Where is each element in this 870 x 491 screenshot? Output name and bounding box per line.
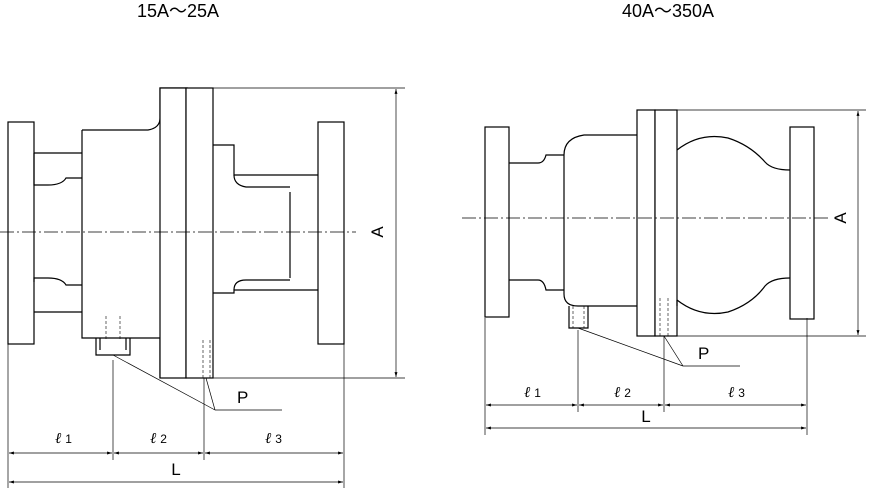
left-dim-L-label: L: [171, 460, 180, 479]
left-inlet-flange: [7, 121, 35, 345]
right-body-plate: [636, 109, 656, 337]
right-cover-plate: [654, 109, 678, 337]
left-port-P-label: P: [237, 388, 248, 407]
right-plate-port: [659, 298, 669, 336]
left-body-plate: [159, 87, 187, 379]
left-outlet-top: [213, 144, 318, 176]
right-dim-L-label: L: [641, 407, 650, 426]
left-outlet-bottom: [213, 289, 318, 294]
right-body-bottom: [563, 155, 637, 307]
right-title: 40A～350A: [622, 1, 714, 21]
right-outlet-bulb-bottom: [676, 277, 791, 315]
right-dim-A-label: A: [831, 212, 850, 224]
left-inlet-neck-bottom: [33, 277, 82, 286]
left-valve-drawing: 15A～25A A: [0, 1, 405, 488]
right-inlet-flange: [484, 126, 510, 318]
right-valve-drawing: 40A～350A A P: [462, 1, 866, 435]
right-body-port: [568, 306, 589, 329]
right-outlet-flange: [789, 126, 815, 320]
left-body-outline: [81, 130, 161, 378]
right-inlet-neck-top: [509, 154, 564, 164]
left-cover-plate: [185, 87, 214, 379]
right-outlet-bulb-top: [676, 135, 791, 171]
left-title: 15A～25A: [137, 1, 219, 21]
left-dim-A-label: A: [368, 226, 387, 238]
left-body-port: [95, 338, 131, 356]
right-inlet-neck-bottom: [509, 279, 564, 291]
right-body-top: [563, 134, 637, 156]
left-plate-port: [202, 340, 211, 378]
left-inlet-neck-top: [33, 153, 82, 186]
left-outlet-flange: [317, 121, 345, 345]
right-port-P-label: P: [698, 344, 709, 363]
